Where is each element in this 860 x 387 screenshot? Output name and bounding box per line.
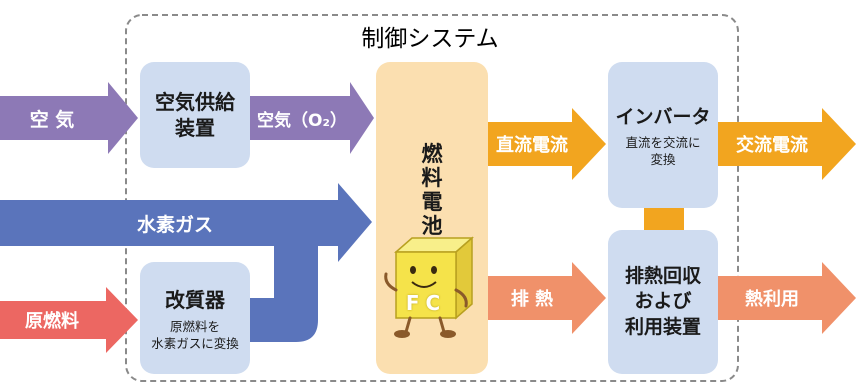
control-system-boundary	[125, 14, 739, 382]
inverter-box	[608, 62, 718, 208]
heat-recovery-title: 排熱回収 および 利用装置	[624, 264, 701, 338]
reformer-description: 原燃料を 水素ガスに変換	[151, 318, 239, 351]
inverter-node: インバータ 直流を交流に 変換	[608, 62, 718, 208]
fc-mascot-icon	[384, 236, 474, 338]
raw-fuel-label: 原燃料	[25, 311, 79, 332]
inverter-description: 直流を交流に 変換	[625, 134, 701, 167]
heat-use-arrow	[718, 262, 856, 334]
heat-use-label: 熱利用	[745, 289, 799, 310]
air-input-arrow	[0, 82, 138, 154]
reformer-node: 改質器 原燃料を 水素ガスに変換	[140, 262, 250, 374]
inverter-title: インバータ	[615, 105, 711, 128]
dc-current-arrow	[488, 108, 606, 180]
dc-current-label: 直流電流	[496, 135, 568, 156]
hydrogen-gas-label: 水素ガス	[136, 213, 213, 236]
inverter-heat-connector	[644, 208, 684, 232]
exhaust-heat-label: 排 熱	[510, 289, 554, 310]
air-supply-title: 空気供給 装置	[155, 90, 235, 140]
reformer-box	[140, 262, 250, 374]
exhaust-heat-arrow	[488, 262, 606, 334]
air-supply-box	[140, 62, 250, 168]
air-o2-label: 空気（O₂）	[257, 110, 347, 131]
air-o2-arrow	[250, 82, 374, 154]
raw-fuel-arrow	[0, 287, 138, 353]
reformer-title: 改質器	[165, 287, 225, 312]
hydrogen-gas-arrow	[0, 183, 372, 342]
heat-recovery-box	[608, 230, 718, 374]
fc-mascot-text: FC	[405, 291, 447, 315]
fuel-cell-title: 燃 料 電 池	[421, 141, 443, 239]
ac-current-label: 交流電流	[736, 135, 808, 156]
control-system-label: 制御システム	[361, 26, 499, 52]
ac-current-arrow	[718, 108, 856, 180]
air-input-label: 空 気	[29, 108, 75, 131]
